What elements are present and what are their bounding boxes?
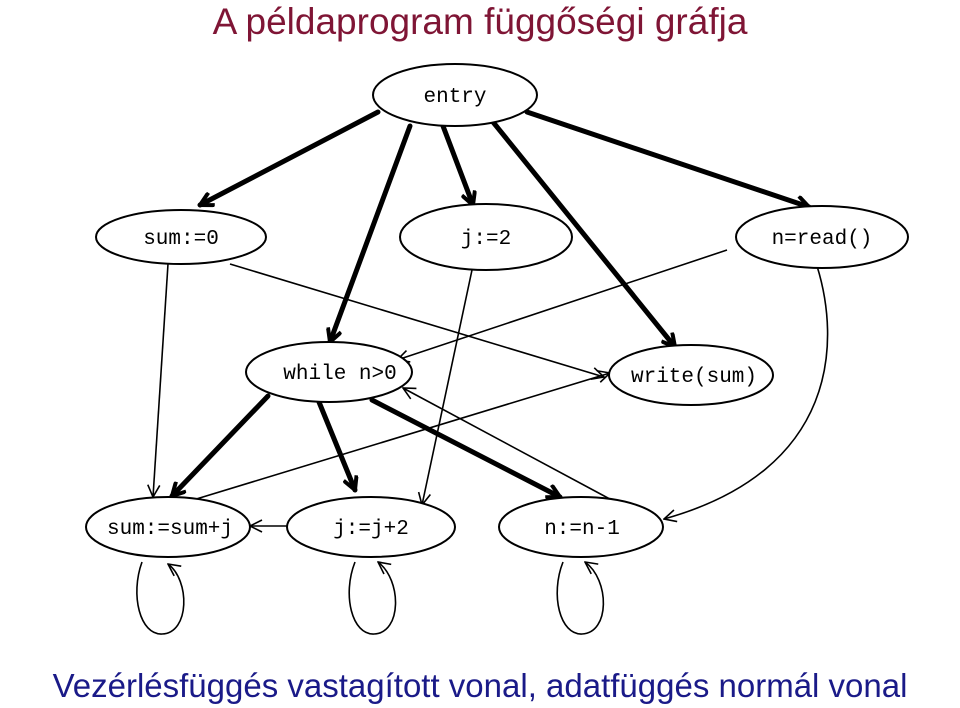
- data-edge-sum-update-write: [192, 373, 610, 501]
- node-label: j:=j+2: [333, 518, 409, 541]
- data-edge-n-read-while: [397, 249, 728, 360]
- node-label: n=read(): [772, 228, 873, 251]
- data-edge-sum-init-sum-update: [153, 263, 169, 497]
- data-edge-n-update-while: [403, 388, 622, 506]
- data-edge-j-init-sum-update: [422, 269, 473, 505]
- node-label: write(sum): [631, 366, 757, 389]
- node-label: sum:=sum+j: [107, 518, 233, 541]
- node-write: write(sum): [608, 344, 774, 406]
- caption: Vezérlésfüggés vastagított vonal, adatfü…: [52, 667, 908, 704]
- node-label: sum:=0: [143, 228, 219, 251]
- control-edge-entry-sum-init: [200, 109, 381, 208]
- node-j-update: j:=j+2: [286, 496, 456, 558]
- node-n-update: n:=n-1: [498, 496, 664, 558]
- control-edges: [172, 109, 809, 500]
- node-n-read: n=read(): [735, 205, 909, 269]
- control-edge-entry-j-init: [440, 123, 473, 205]
- data-edge-n-read-n-update: [664, 265, 829, 519]
- self-loop-sum-update: [136, 561, 185, 635]
- node-sum-init: sum:=0: [95, 209, 267, 265]
- node-label: while n>0: [283, 363, 396, 386]
- control-edge-entry-while: [330, 123, 413, 342]
- data-edges: [136, 249, 829, 635]
- node-while: while n>0: [245, 341, 413, 403]
- node-j-init: j:=2: [399, 203, 573, 271]
- self-loop-n-update: [556, 562, 605, 635]
- node-label: n:=n-1: [544, 518, 620, 541]
- node-sum-update: sum:=sum+j: [85, 496, 251, 558]
- self-loop-j-update: [348, 562, 397, 635]
- control-edge-while-sum-update: [172, 393, 271, 496]
- node-entry: entry: [372, 63, 538, 127]
- page-title: A példaprogram függőségi gráfja: [212, 1, 748, 42]
- control-edge-entry-write: [490, 119, 675, 347]
- control-edge-while-n-update: [369, 397, 560, 500]
- control-edge-while-j-update: [316, 399, 355, 490]
- node-label: entry: [423, 86, 486, 109]
- data-edge-sum-init-write: [229, 263, 604, 377]
- control-edge-entry-n-read: [524, 109, 809, 207]
- node-label: j:=2: [461, 228, 511, 251]
